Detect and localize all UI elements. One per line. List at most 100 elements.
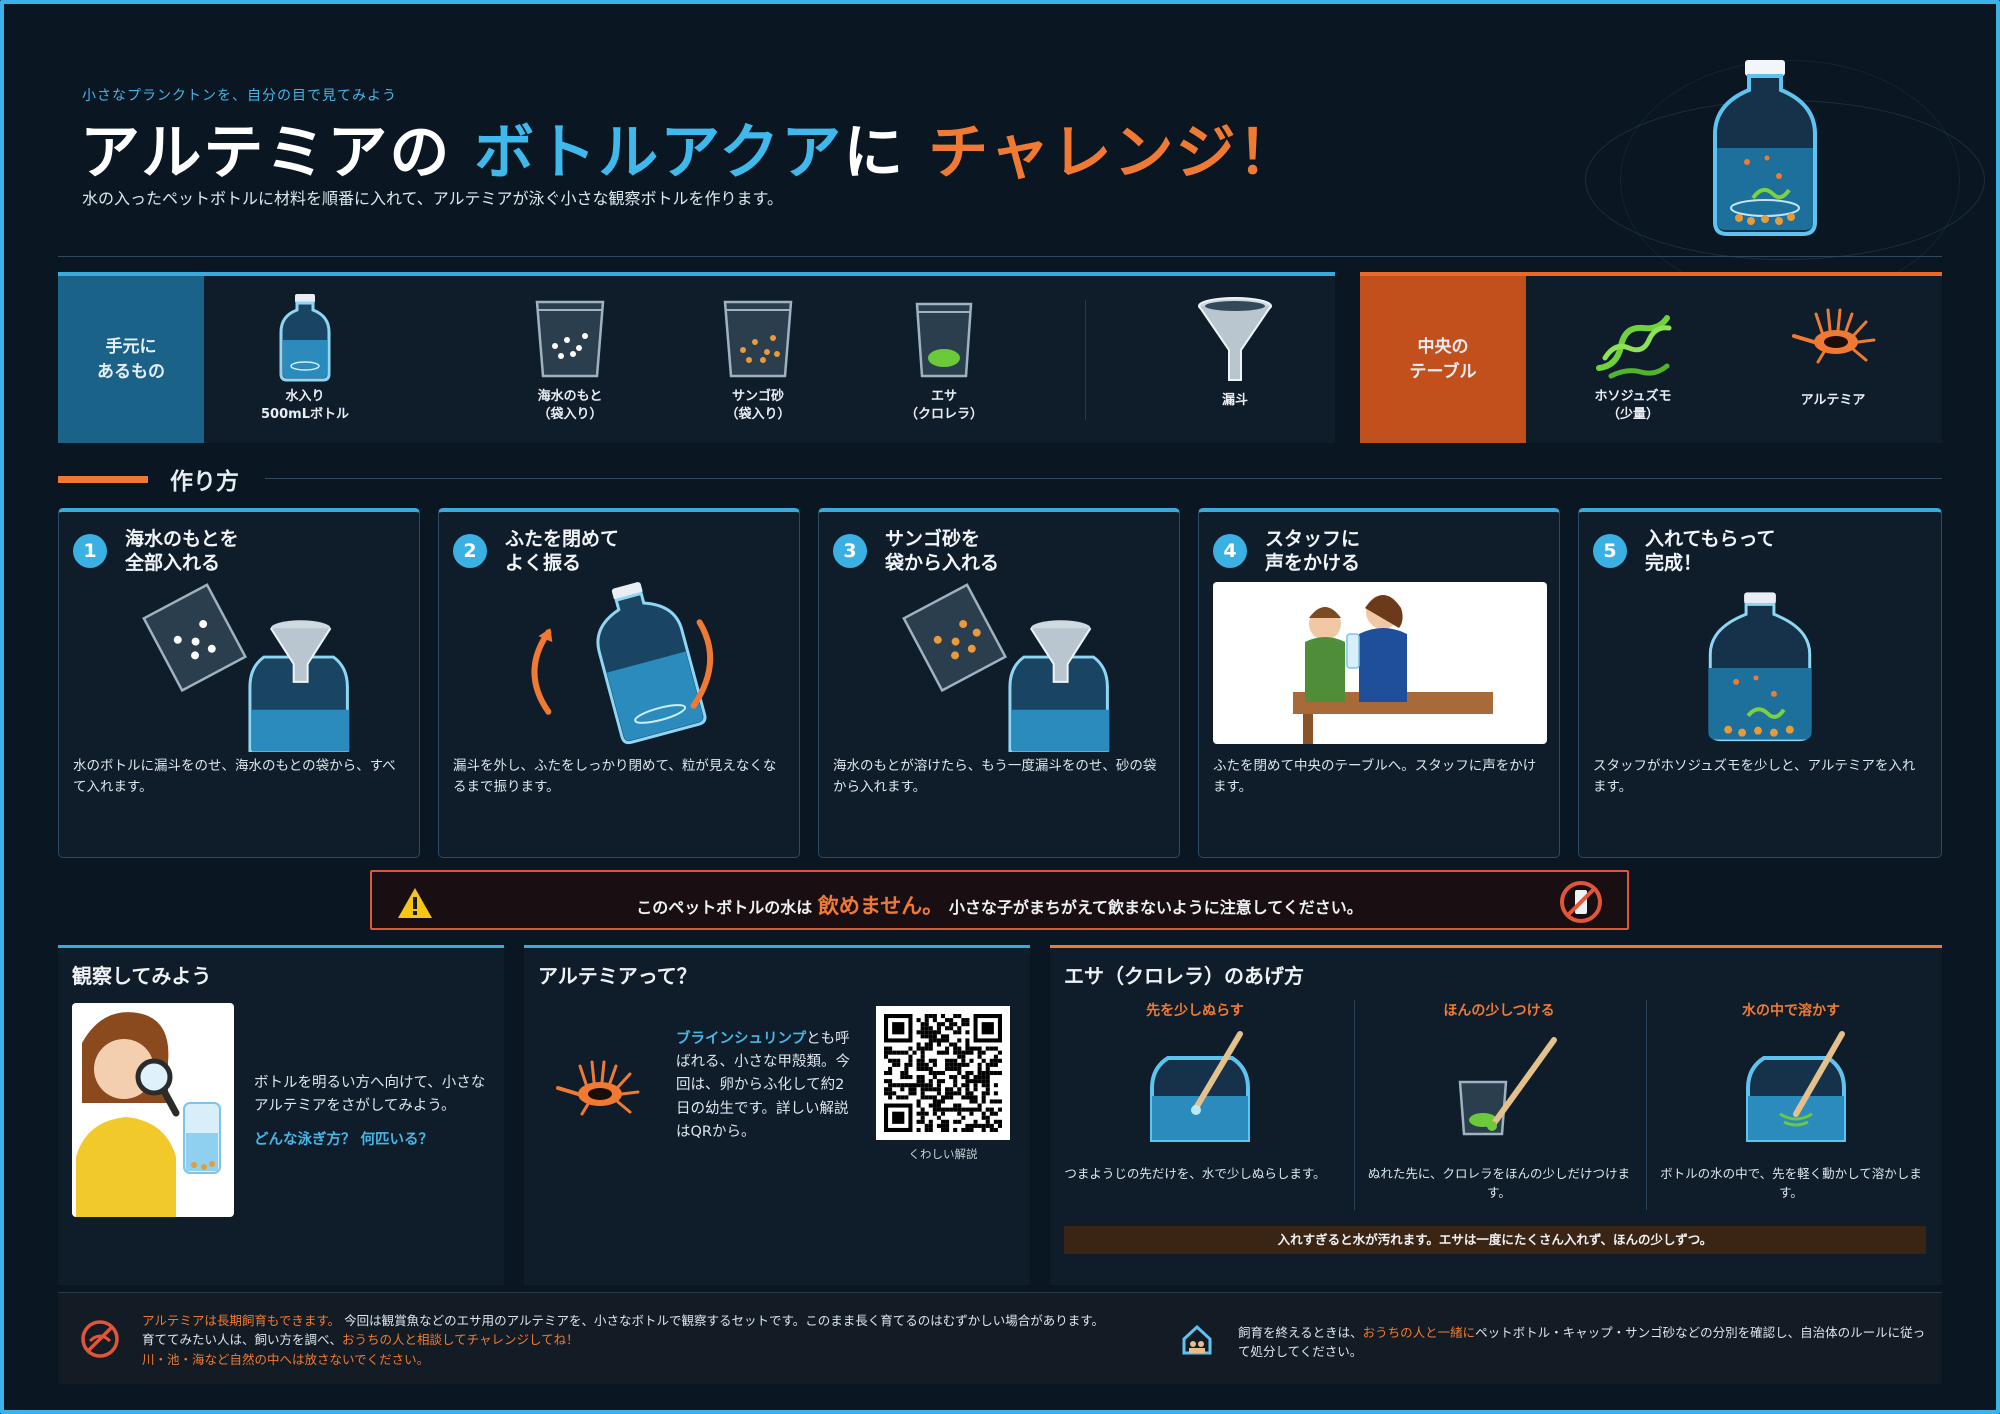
finished-bottle-illustration	[1708, 592, 1812, 742]
step-title-line: 声をかける	[1265, 551, 1361, 574]
step-title-line: よく振る	[505, 551, 582, 574]
step-title-line: 完成！	[1645, 551, 1703, 574]
material-label: （袋入り）	[537, 406, 603, 422]
toothpick-wet-illustration	[1150, 1031, 1250, 1142]
label-line: テーブル	[1409, 361, 1477, 382]
child-magnifier-illustration	[72, 1003, 234, 1217]
feeding-step-head: ほんの少しつける	[1443, 1003, 1555, 1019]
material-label: ホソジュズモ	[1594, 389, 1672, 404]
footer-highlight: 川・池・海など自然の中へは放さないでください。	[142, 1351, 430, 1367]
material-label: （袋入り）	[725, 406, 791, 422]
qr-caption: くわしい解説	[908, 1147, 978, 1161]
footer-text: 育ててみたい人は、飼い方を調べ、	[142, 1332, 343, 1348]
warning-post: 小さな子がまちがえて飲まないように注意してください。	[948, 898, 1363, 917]
divider	[1646, 1000, 1647, 1210]
step-card: 2 ふたを閉めてよく振る 漏斗を外し、ふたをしっかり閉めて、粒が見えなくなるまで…	[438, 508, 800, 858]
eyebrow: 小さなプランクトンを、自分の目で見てみよう	[82, 88, 397, 104]
material-label: 500mLボトル	[261, 406, 349, 422]
footer-highlight: アルテミアは長期飼育もできます。	[142, 1313, 341, 1328]
staff-child-illustration	[1213, 582, 1547, 744]
chlorella-bag-icon	[915, 302, 973, 378]
seaweed-icon	[1596, 315, 1672, 379]
observe-text: ボトルを明るい方へ向けて、小さなアルテミアをさがしてみよう。	[254, 1075, 486, 1115]
step-title: スタッフに声をかける	[1265, 528, 1360, 576]
step-number: 5	[1593, 534, 1627, 568]
funnel-icon	[1198, 297, 1272, 381]
label-line: 中央の	[1417, 336, 1469, 357]
shake-illustration	[531, 582, 714, 745]
footer-highlight: おうちの人と相談してチャレンジしてね！	[342, 1332, 579, 1348]
qr-code[interactable]	[876, 1006, 1010, 1140]
sand-funnel-illustration	[902, 583, 1110, 752]
footer-right-text: 飼育を終えるときは、おうちの人と一緒にペットボトル・キャップ・サンゴ砂などの分別…	[1238, 1323, 1928, 1362]
step-title: 入れてもらって完成！	[1645, 528, 1776, 576]
material-item: サンゴ砂 （袋入り）	[698, 296, 818, 423]
house-icon	[1182, 1324, 1212, 1355]
footer-highlight: おうちの人と一緒に	[1362, 1325, 1476, 1340]
warning-text: このペットボトルの水は 飲めません。 小さな子がまちがえて飲まないように注意して…	[372, 890, 1627, 920]
warning-banner: このペットボトルの水は 飲めません。 小さな子がまちがえて飲まないように注意して…	[370, 870, 1629, 930]
footer-text: ペットボトル・キャップ・サンゴ砂などの分別を確認し、自治体のルールに従って処分し…	[1238, 1325, 1926, 1360]
table-item: アルテミア	[1773, 296, 1893, 410]
qr-code-icon	[884, 1014, 1002, 1132]
title-part: チャレンジ！	[928, 118, 1300, 188]
subtitle: 水の入ったペットボトルに材料を順番に入れて、アルテミアが泳ぐ小さな観察ボトルを作…	[82, 189, 783, 208]
feeding-step-head: 水の中で溶かす	[1742, 1003, 1840, 1019]
material-label: エサ	[930, 389, 957, 404]
about-card: アルテミアって？ ブラインシュリンプとも呼ばれる、小さな甲殻類。今回は、卵からふ…	[524, 945, 1030, 1285]
material-label: 水入り	[285, 389, 325, 404]
section-title: 作り方	[170, 469, 239, 495]
step-card: 3 サンゴ砂を袋から入れる 海水のもとが溶けたら、もう一度漏斗をのせ、砂の袋から…	[818, 508, 1180, 858]
material-label: （少量）	[1606, 406, 1659, 422]
card-title: アルテミアって？	[538, 964, 697, 988]
table-item: ホソジュズモ （少量）	[1573, 302, 1693, 423]
funnel-bottle-illustration	[142, 583, 350, 752]
step-title-line: スタッフに	[1265, 528, 1361, 550]
table-label: 中央のテーブル	[1360, 276, 1526, 443]
feeding-card: エサ（クロレラ）のあげ方 先を少しぬらす つまようじの先だけを、水で少しぬらしま…	[1050, 945, 1942, 1285]
warning-pre: このペットボトルの水は	[636, 898, 813, 917]
label-line: 手元に	[105, 336, 157, 357]
step-title-line: ふたを閉めて	[505, 528, 620, 550]
footer-text: 飼育を終えるときは、	[1238, 1325, 1363, 1340]
step-title-line: 袋から入れる	[885, 551, 1000, 574]
material-label: 海水のもと	[537, 389, 603, 404]
footer-text: 今回は観賞魚などのエサ用のアルテミアを、小さなボトルで観察するセットです。このま…	[344, 1313, 1105, 1328]
card-title: エサ（クロレラ）のあげ方	[1064, 964, 1304, 988]
warning-icon	[398, 888, 432, 918]
title-part: アルテミアの	[80, 118, 452, 188]
observe-question: どんな泳ぎ方？ 何匹いる？	[254, 1132, 434, 1148]
artemia-icon	[1792, 308, 1876, 364]
warning-highlight: 飲めません。	[817, 894, 944, 918]
about-text: ブラインシュリンプとも呼ばれる、小さな甲殻類。今回は、卵からふ化して約2日の幼生…	[676, 1028, 852, 1144]
divider	[1085, 300, 1086, 420]
step-title: ふたを閉めてよく振る	[505, 528, 619, 576]
step-text: スタッフがホソジュズモを少しと、アルテミアを入れます。	[1593, 758, 1916, 795]
divider	[58, 256, 1942, 257]
step-card: 4 スタッフに声をかける ふたを閉めて中央のテーブルへ。スタッフに声をかけます。	[1198, 508, 1560, 858]
step-text: 海水のもとが溶けたら、もう一度漏斗をのせ、砂の袋から入れます。	[833, 758, 1157, 795]
bottle-icon	[279, 294, 331, 382]
hero-bottle-icon	[1713, 60, 1817, 236]
artemia-icon	[556, 1060, 640, 1116]
section-bar	[58, 475, 148, 483]
step-card: 5 入れてもらって完成！ スタッフがホソジュズモを少しと、アルテミアを入れます。	[1578, 508, 1942, 858]
divider	[265, 478, 1942, 479]
step-title: 海水のもとを全部入れる	[125, 528, 239, 576]
step-title-line: サンゴ砂を	[885, 528, 981, 550]
material-label: サンゴ砂	[731, 389, 784, 404]
label-line: あるもの	[97, 361, 165, 382]
material-item: 水入り 500mLボトル	[245, 292, 365, 423]
materials-panel	[58, 272, 1335, 443]
step-number: 2	[453, 534, 487, 568]
feeding-step-head: 先を少しぬらす	[1146, 1003, 1244, 1019]
feeding-note: 入れすぎると水が汚れます。エサは一度にたくさん入れず、ほんの少しずつ。	[1064, 1226, 1926, 1254]
title-part: に	[843, 118, 906, 188]
step-text: ふたを閉めて中央のテーブルへ。スタッフに声をかけます。	[1213, 758, 1537, 795]
title-part: ボトルアクア	[474, 118, 844, 188]
about-body: とも呼ばれる、小さな甲殻類。今回は、卵からふ化して約2日の幼生です。詳しい解説は…	[676, 1031, 850, 1140]
material-item: 漏斗	[1175, 296, 1295, 410]
footer: アルテミアは長期飼育もできます。 今回は観賞魚などのエサ用のアルテミアを、小さな…	[58, 1292, 1942, 1384]
card-title: 観察してみよう	[72, 964, 212, 988]
materials-label: 手元にあるもの	[58, 276, 204, 443]
